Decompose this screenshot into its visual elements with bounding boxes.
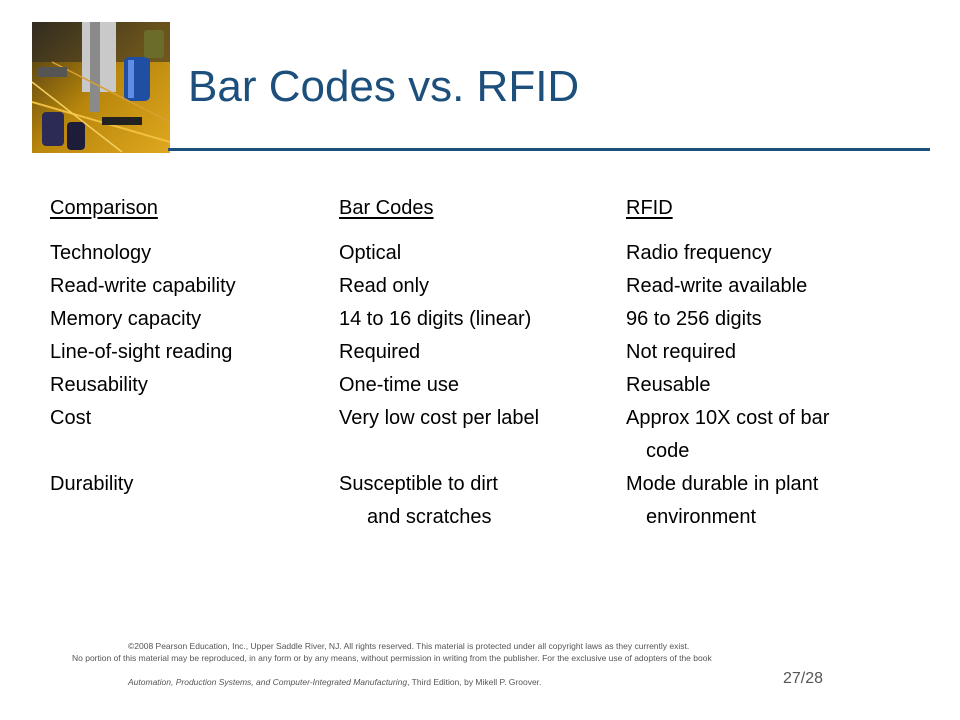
rfid-cell-line: Mode durable in plant xyxy=(626,473,819,495)
circuit-board-photo-icon xyxy=(32,22,170,153)
table-row: Memory capacity 14 to 16 digits (linear)… xyxy=(50,303,910,336)
rfid-cell: Approx 10X cost of bar code xyxy=(626,402,910,468)
criterion-cell: Read-write capability xyxy=(50,275,236,297)
table-row: Reusability One-time use Reusable xyxy=(50,369,910,402)
copyright-line-1: ©2008 Pearson Education, Inc., Upper Sad… xyxy=(128,641,690,651)
criterion-cell: Cost xyxy=(50,407,92,429)
rfid-cell: Reusable xyxy=(626,374,711,396)
table-row: Cost Very low cost per label Approx 10X … xyxy=(50,402,910,468)
table-row: Durability Susceptible to dirt and scrat… xyxy=(50,468,910,534)
criterion-cell: Line-of-sight reading xyxy=(50,341,233,363)
table-row: Line-of-sight reading Required Not requi… xyxy=(50,336,910,369)
header-bar-codes: Bar Codes xyxy=(339,197,434,219)
bar-codes-cell: Read only xyxy=(339,275,430,297)
criterion-cell: Durability xyxy=(50,473,134,495)
copyright-line-2: No portion of this material may be repro… xyxy=(72,653,712,663)
rfid-cell: Read-write available xyxy=(626,275,808,297)
header-rfid: RFID xyxy=(626,197,673,219)
slide-title: Bar Codes vs. RFID xyxy=(188,62,580,111)
criterion-cell: Reusability xyxy=(50,374,148,396)
criterion-cell: Memory capacity xyxy=(50,308,202,330)
bar-codes-cell: Very low cost per label xyxy=(339,407,540,429)
rfid-cell: Not required xyxy=(626,341,737,363)
table-row: Read-write capability Read only Read-wri… xyxy=(50,270,910,303)
bar-codes-cell-line: and scratches xyxy=(367,506,492,528)
header-comparison: Comparison xyxy=(50,197,158,219)
book-title: Automation, Production Systems, and Comp… xyxy=(128,677,408,687)
comparison-table: Comparison Bar Codes RFID Technology Opt… xyxy=(50,192,910,534)
rfid-cell-line: code xyxy=(646,440,690,462)
book-citation: Automation, Production Systems, and Comp… xyxy=(128,676,541,688)
bar-codes-cell-line: Susceptible to dirt xyxy=(339,473,498,495)
rfid-cell-line: environment xyxy=(646,506,757,528)
bar-codes-cell: One-time use xyxy=(339,374,460,396)
page-number: 27/28 xyxy=(783,670,824,687)
table-row: Technology Optical Radio frequency xyxy=(50,237,910,270)
rfid-cell: Radio frequency xyxy=(626,242,772,264)
title-divider xyxy=(168,148,930,151)
bar-codes-cell: Optical xyxy=(339,242,402,264)
bar-codes-cell: 14 to 16 digits (linear) xyxy=(339,308,532,330)
table-header-row: Comparison Bar Codes RFID xyxy=(50,192,910,225)
bar-codes-cell: Susceptible to dirt and scratches xyxy=(339,468,626,534)
rfid-cell-line: Approx 10X cost of bar xyxy=(626,407,830,429)
rfid-cell: 96 to 256 digits xyxy=(626,308,762,330)
criterion-cell: Technology xyxy=(50,242,152,264)
book-suffix: , Third Edition, by Mikell P. Groover. xyxy=(407,677,542,687)
bar-codes-cell: Required xyxy=(339,341,421,363)
rfid-cell: Mode durable in plant environment xyxy=(626,468,910,534)
